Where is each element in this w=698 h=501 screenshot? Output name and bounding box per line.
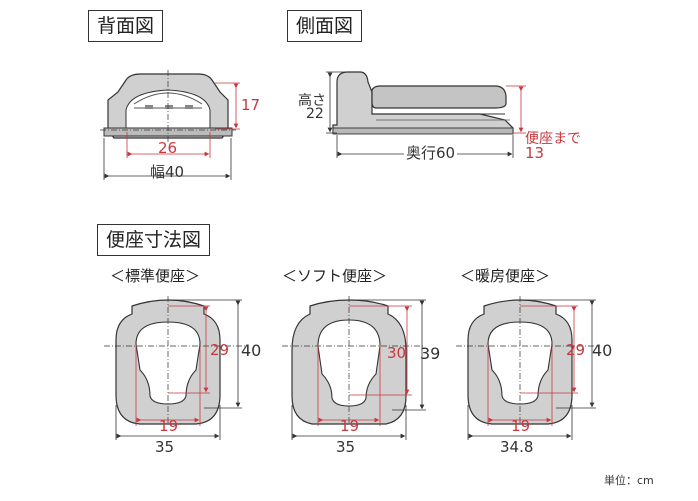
seat-standard-outer-len: 40 [241,341,262,360]
seat-dims-title: 便座寸法図 [97,224,211,256]
back-height-dim: 17 [241,96,261,114]
side-height-value: 22 [306,106,324,122]
seat-soft-drawing [282,296,426,440]
seat-standard-outer-w: 35 [155,438,175,456]
seat-soft-outer-len: 39 [420,344,441,363]
side-view-drawing [326,71,526,158]
seat-soft-outer-w: 35 [336,438,356,456]
back-view-drawing [100,70,240,180]
seat-soft-hole-len: 30 [387,344,407,362]
seat-heated-hole-len: 29 [566,341,586,359]
unit-note: 単位：cm [604,474,654,487]
seat-standard-hole-len: 29 [210,341,230,359]
back-view-title: 背面図 [88,10,164,42]
seat-soft-title: ＜ソフト便座＞ [282,267,388,285]
seat-heated-hole-w: 19 [511,417,531,435]
side-to-seat-value: 13 [525,144,545,162]
seat-standard-title: ＜標準便座＞ [110,267,201,285]
side-height-label: 高さ [298,93,326,109]
side-depth-dim: 奥行60 [404,142,458,163]
seat-standard-hole-w: 19 [159,417,179,435]
seat-heated-drawing [456,296,598,440]
side-to-seat-label: 便座まで [525,131,581,147]
seat-heated-title: ＜暖房便座＞ [460,267,551,285]
seat-heated-outer-len: 40 [592,341,613,360]
seat-heated-outer-w: 34.8 [500,438,534,456]
back-width-dim: 幅40 [150,163,185,181]
side-view-title: 側面図 [287,10,363,42]
seat-standard-drawing [104,296,246,440]
back-inner-width-dim: 26 [158,139,178,157]
seat-soft-hole-w: 19 [340,417,360,435]
